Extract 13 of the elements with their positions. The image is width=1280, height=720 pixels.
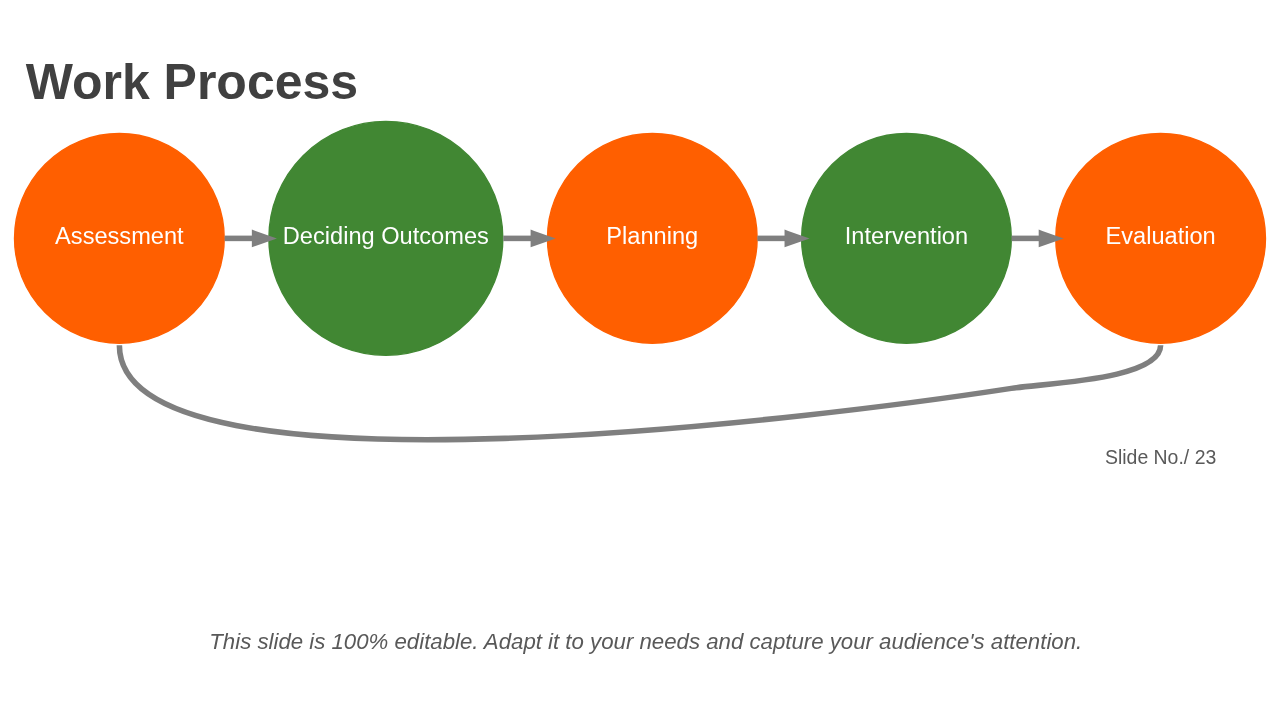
arrow: [757, 229, 810, 248]
label: Slide No./ 23: [1104, 446, 1217, 469]
node-circle: Intervention: [800, 132, 1012, 344]
caption: This slide is 100% editable. Adapt it to your needs and capture your audience's attention.: [209, 629, 1083, 655]
connector: [116, 344, 1164, 443]
diagram-title: Work Process: [25, 53, 359, 110]
node-circle: Assessment: [13, 132, 225, 344]
arrow: [1011, 229, 1064, 248]
node-circle: Planning: [546, 132, 758, 344]
arrow: [503, 229, 556, 248]
node-circle: Evaluation: [1055, 132, 1267, 344]
node-circle: Deciding Outcomes: [268, 120, 504, 357]
arrow: [224, 229, 277, 248]
